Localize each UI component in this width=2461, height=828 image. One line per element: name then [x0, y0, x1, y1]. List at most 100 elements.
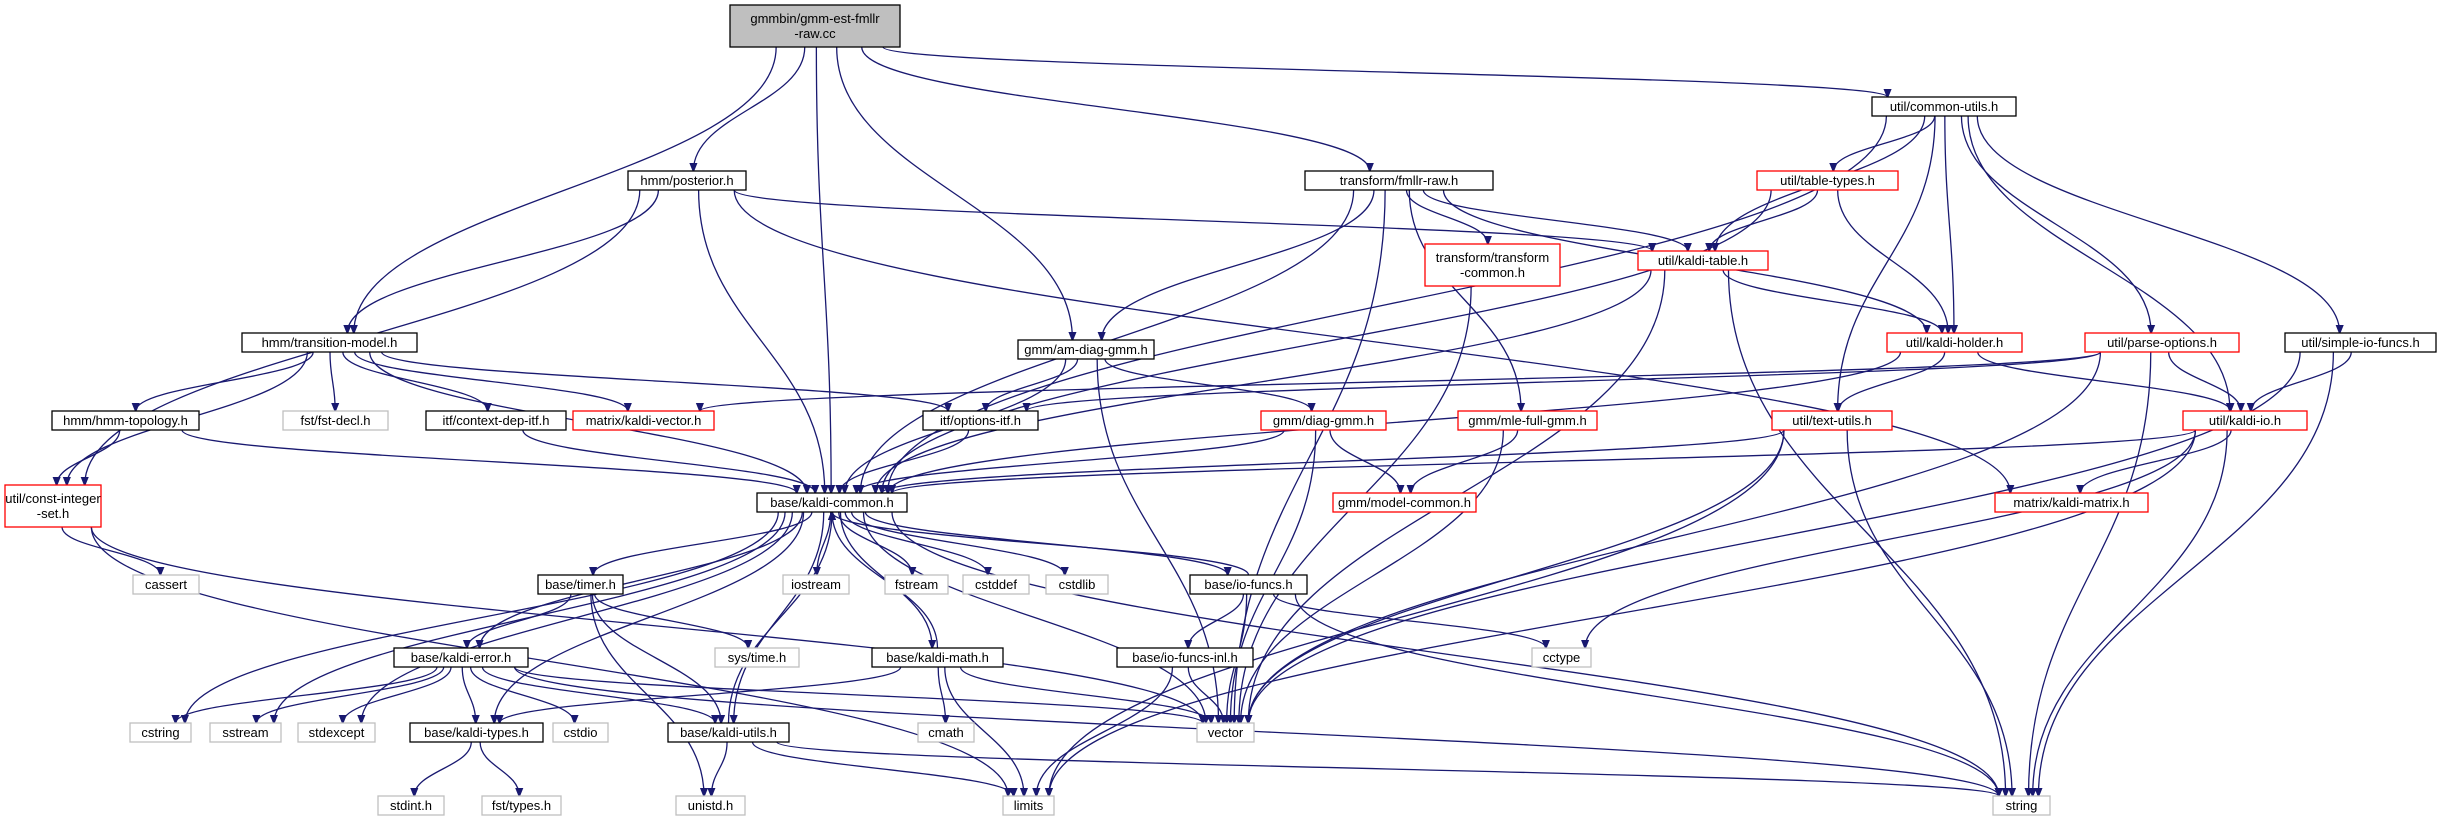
node-label: vector: [1208, 725, 1244, 740]
node-kaldi_io[interactable]: util/kaldi-io.h: [2182, 410, 2308, 431]
edge-root-to-am_diag_gmm: [836, 46, 1073, 340]
node-label: base/kaldi-types.h: [424, 725, 529, 740]
node-limits: limits: [1002, 795, 1055, 816]
node-kaldi_error[interactable]: base/kaldi-error.h: [393, 647, 529, 668]
node-fmllr_raw[interactable]: transform/fmllr-raw.h: [1304, 170, 1494, 191]
edge-transition_model-to-kaldi_vector: [353, 351, 628, 411]
edge-hmm_posterior-to-transition_model: [347, 189, 660, 333]
node-label: hmm/transition-model.h: [262, 335, 398, 350]
edge-hmm_posterior-to-kaldi_table: [733, 189, 1652, 251]
node-label: fst/fst-decl.h: [300, 413, 370, 428]
node-box: [756, 492, 908, 513]
node-kaldi_vector[interactable]: matrix/kaldi-vector.h: [572, 410, 715, 431]
edge-io_funcs_inl-to-vector: [1187, 666, 1223, 723]
edge-kaldi_utils-to-kaldi_common: [727, 512, 833, 724]
node-stdexcept: stdexcept: [297, 722, 376, 743]
edge-kaldi_common-to-stdexcept: [361, 511, 794, 723]
node-simple_io_funcs[interactable]: util/simple-io-funcs.h: [2284, 332, 2437, 353]
node-common_utils[interactable]: util/common-utils.h: [1871, 96, 2017, 117]
node-box: [1045, 574, 1109, 595]
edge-parse_options-to-kaldi_vector: [700, 351, 2102, 411]
node-box: [481, 795, 562, 816]
node-fst_decl: fst/fst-decl.h: [282, 410, 389, 431]
edge-kaldi_utils-to-unistd: [711, 741, 728, 796]
edge-simple_io_funcs-to-vector: [1248, 351, 2301, 723]
edge-mle_full_gmm-to-model_common: [1411, 429, 1519, 493]
node-box: [241, 332, 418, 353]
edge-table_types-to-kaldi_common: [882, 189, 1772, 493]
node-options_itf[interactable]: itf/options-itf.h: [922, 410, 1039, 431]
node-hmm_topology[interactable]: hmm/hmm-topology.h: [51, 410, 200, 431]
node-label: gmm/mle-full-gmm.h: [1468, 413, 1586, 428]
node-parse_options[interactable]: util/parse-options.h: [2084, 332, 2240, 353]
node-string: string: [1992, 795, 2051, 816]
edge-transition_model-to-options_itf: [380, 351, 948, 411]
node-label: base/kaldi-math.h: [886, 650, 989, 665]
node-label: -set.h: [37, 506, 70, 521]
node-text_utils[interactable]: util/text-utils.h: [1771, 410, 1893, 431]
node-transform_common[interactable]: transform/transform-common.h: [1424, 243, 1561, 287]
edge-fmllr_raw-to-vector: [1234, 189, 1386, 723]
node-context_dep_itf[interactable]: itf/context-dep-itf.h: [425, 410, 567, 431]
edge-kaldi_math-to-cmath: [937, 666, 945, 723]
node-label: util/text-utils.h: [1792, 413, 1871, 428]
edge-diag_gmm-to-kaldi_common: [857, 429, 1285, 493]
node-base_timer[interactable]: base/timer.h: [537, 574, 624, 595]
node-sys_time: sys/time.h: [714, 647, 800, 668]
node-kaldi_types[interactable]: base/kaldi-types.h: [409, 722, 544, 743]
node-stdint: stdint.h: [377, 795, 445, 816]
edge-hmm_topology-to-const_integer_set: [57, 429, 121, 485]
node-transition_model[interactable]: hmm/transition-model.h: [241, 332, 418, 353]
edge-kaldi_common-to-cstdlib: [850, 511, 1065, 575]
edge-kaldi_holder-to-kaldi_io: [1977, 351, 2231, 411]
node-const_integer_set[interactable]: util/const-integer-set.h: [4, 484, 102, 528]
edge-hmm_topology-to-kaldi_common: [181, 429, 797, 493]
node-am_diag_gmm[interactable]: gmm/am-diag-gmm.h: [1017, 339, 1155, 360]
node-mle_full_gmm[interactable]: gmm/mle-full-gmm.h: [1457, 410, 1598, 431]
node-label: unistd.h: [688, 798, 734, 813]
node-label: transform/transform: [1436, 250, 1549, 265]
edge-common_utils-to-kaldi_holder: [1944, 115, 1954, 333]
node-label: matrix/kaldi-matrix.h: [2013, 495, 2129, 510]
edge-kaldi_error-to-stdexcept: [343, 666, 452, 723]
node-box: [1260, 410, 1387, 431]
node-label: cstdlib: [1059, 577, 1096, 592]
edge-kaldi_common-to-vector: [862, 511, 1205, 723]
node-kaldi_utils[interactable]: base/kaldi-utils.h: [667, 722, 790, 743]
node-io_funcs_inl[interactable]: base/io-funcs-inl.h: [1116, 647, 1254, 668]
edge-options_itf-to-kaldi_common: [839, 429, 970, 493]
node-box: [675, 795, 746, 816]
node-kaldi_holder[interactable]: util/kaldi-holder.h: [1886, 332, 2023, 353]
node-box: [297, 722, 376, 743]
node-box: [1196, 722, 1255, 743]
node-box: [1116, 647, 1254, 668]
node-label: stdexcept: [309, 725, 365, 740]
node-label: util/common-utils.h: [1890, 99, 1998, 114]
node-box: [393, 647, 529, 668]
edge-kaldi_holder-to-kaldi_common: [888, 351, 1902, 493]
node-box: [1457, 410, 1598, 431]
node-cassert: cassert: [132, 574, 200, 595]
node-root[interactable]: gmmbin/gmm-est-fmllr-raw.cc: [729, 4, 901, 48]
node-label: -common.h: [1460, 265, 1525, 280]
edge-io_funcs-to-cctype: [1272, 593, 1546, 648]
node-diag_gmm[interactable]: gmm/diag-gmm.h: [1260, 410, 1387, 431]
node-kaldi_math[interactable]: base/kaldi-math.h: [871, 647, 1004, 668]
edge-kaldi_io-to-cctype: [1585, 429, 2197, 648]
node-table_types[interactable]: util/table-types.h: [1756, 170, 1899, 191]
node-iostream: iostream: [782, 574, 850, 595]
node-io_funcs[interactable]: base/io-funcs.h: [1189, 574, 1308, 595]
node-model_common[interactable]: gmm/model-common.h: [1332, 492, 1477, 513]
node-kaldi_table[interactable]: util/kaldi-table.h: [1637, 250, 1769, 271]
node-label: gmm/am-diag-gmm.h: [1024, 342, 1148, 357]
node-hmm_posterior[interactable]: hmm/posterior.h: [627, 170, 747, 191]
edge-kaldi_error-to-sstream: [256, 666, 445, 723]
node-box: [1637, 250, 1769, 271]
node-box: [2182, 410, 2308, 431]
edge-am_diag_gmm-to-options_itf: [986, 358, 1079, 411]
node-label: stdint.h: [390, 798, 432, 813]
node-label: itf/context-dep-itf.h: [443, 413, 550, 428]
node-label: util/kaldi-io.h: [2209, 413, 2281, 428]
node-kaldi_matrix[interactable]: matrix/kaldi-matrix.h: [1994, 492, 2149, 513]
node-kaldi_common[interactable]: base/kaldi-common.h: [756, 492, 908, 513]
